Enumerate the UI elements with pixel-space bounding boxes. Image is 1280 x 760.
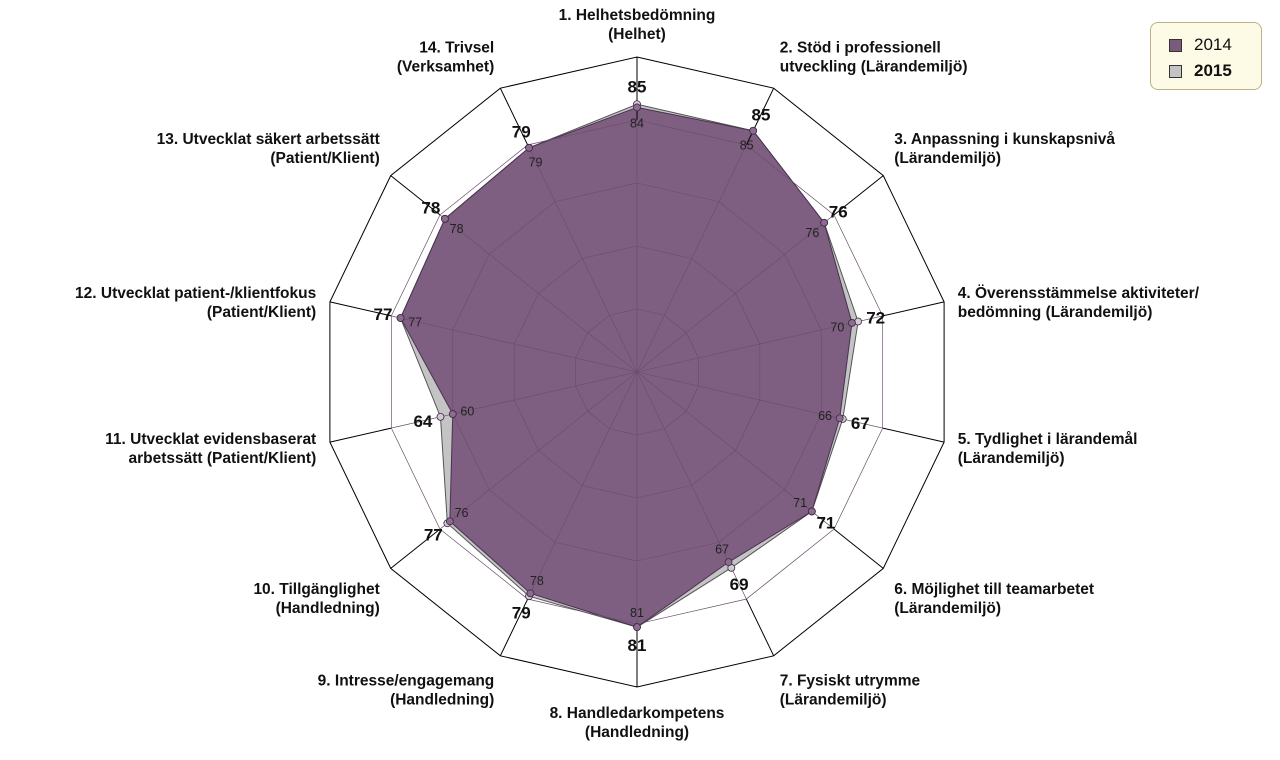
data-label-2014: 67 — [715, 543, 729, 557]
category-label: (Lärandemiljö) — [780, 691, 887, 708]
radar-spoke-outer — [745, 87, 775, 146]
data-labels: 85 84 85 85 76 76 72 70 67 66 71 71 69 67 81 81 79 78 77 76… — [374, 77, 886, 655]
category-label: 10. Tillgänglighet — [253, 581, 379, 598]
data-point-2014 — [526, 589, 535, 598]
category-label: (Handledning) — [390, 691, 494, 708]
series-markers — [396, 100, 863, 632]
data-label-2014: 76 — [805, 226, 819, 240]
data-point-2014 — [525, 143, 533, 152]
data-label-2014: 66 — [818, 409, 832, 423]
radar-ring-overlay — [575, 308, 699, 436]
data-label-2015: 81 — [628, 636, 647, 655]
category-label: 11. Utvecklat evidensbaserat — [105, 431, 316, 448]
data-point-2014 — [448, 410, 457, 418]
data-point-2014 — [749, 126, 758, 135]
data-label-2014: 77 — [408, 315, 422, 329]
category-label: (Handledning) — [276, 600, 380, 617]
category-label: 3. Anpassning i kunskapsnivå — [894, 131, 1115, 148]
radar-spoke-outer — [390, 175, 441, 216]
data-point-2015 — [436, 412, 445, 421]
category-label: 1. Helhetsbedömning — [559, 7, 716, 24]
legend-swatch-2015 — [1169, 64, 1182, 78]
data-point-2014 — [441, 214, 449, 223]
radar-spoke-outer — [329, 301, 392, 317]
radar-spoke-outer — [745, 598, 775, 657]
category-label: (Lärandemiljö) — [894, 150, 1001, 167]
legend-swatch-2014 — [1169, 38, 1182, 52]
category-label: 2. Stöd i professionell — [780, 40, 941, 57]
radar-ring-overlay — [452, 182, 822, 562]
data-point-2014 — [396, 314, 405, 322]
data-point-2014 — [633, 103, 641, 112]
radar-spoke-outer — [882, 301, 945, 317]
category-label: (Patient/Klient) — [270, 150, 379, 167]
radar-spoke-outer — [390, 528, 441, 569]
radar-spoke-outer — [833, 528, 884, 569]
data-point-2014 — [445, 517, 454, 526]
data-label-2014: 85 — [740, 138, 754, 152]
data-label-2015: 78 — [421, 199, 440, 218]
category-label: arbetssätt (Patient/Klient) — [128, 450, 316, 467]
category-label: (Helhet) — [608, 26, 666, 43]
category-label: (Verksamhet) — [397, 59, 494, 76]
data-label-2015: 77 — [374, 305, 393, 324]
data-label-2014: 79 — [529, 155, 543, 169]
data-label-2014: 60 — [460, 405, 474, 419]
data-point-2014 — [820, 218, 829, 227]
data-point-2014 — [848, 319, 856, 327]
legend-label-2015: 2015 — [1194, 61, 1232, 80]
radar-spoke-outer — [499, 87, 529, 146]
data-label-2015: 79 — [512, 603, 531, 622]
legend-item-2015: 2015 — [1169, 58, 1261, 84]
category-label: 14. Trivsel — [419, 40, 494, 57]
data-label-2014: 71 — [793, 496, 807, 510]
category-label: 4. Överensstämmelse aktiviteter/ — [958, 285, 1200, 302]
legend-label-2014: 2014 — [1194, 35, 1232, 54]
data-label-2015: 67 — [851, 414, 870, 433]
radar-spoke-outer — [329, 427, 392, 443]
data-point-2014 — [633, 623, 641, 632]
data-label-2015: 76 — [829, 203, 848, 222]
data-label-2014: 76 — [455, 506, 469, 520]
category-label: 5. Tydlighet i lärandemål — [958, 431, 1138, 448]
data-label-2015: 71 — [816, 514, 835, 533]
data-label-2014: 70 — [830, 320, 844, 334]
category-label: (Handledning) — [585, 724, 689, 741]
category-labels: 1. Helhetsbedömning (Helhet) 2. Stöd i pro… — [75, 7, 1200, 741]
data-point-2014 — [724, 558, 733, 567]
data-point-2014 — [835, 414, 844, 423]
data-label-2015: 69 — [730, 575, 749, 594]
category-label: 7. Fysiskt utrymme — [780, 672, 921, 689]
category-label: 13. Utvecklat säkert arbetssätt — [157, 131, 380, 148]
data-label-2014: 78 — [530, 574, 544, 588]
radar-spoke-outer — [882, 427, 945, 443]
data-label-2015: 85 — [628, 77, 647, 96]
category-label: 12. Utvecklat patient-/klientfokus — [75, 285, 316, 302]
data-label-2015: 72 — [866, 309, 885, 328]
data-label-2015: 79 — [512, 123, 531, 142]
radar-spoke-outer — [499, 598, 529, 657]
data-label-2014: 81 — [630, 606, 644, 620]
category-label: 8. Handledarkompetens — [550, 705, 725, 722]
legend-item-2014: 2014 — [1169, 32, 1261, 58]
category-label: 9. Intresse/engagemang — [318, 672, 495, 689]
category-label: (Patient/Klient) — [207, 304, 316, 321]
legend: 2014 2015 — [1150, 22, 1262, 90]
category-label: utveckling (Lärandemiljö) — [780, 59, 968, 76]
radar-ring-overlay — [513, 245, 761, 499]
data-point-2014 — [807, 507, 816, 516]
category-label: bedömning (Lärandemiljö) — [958, 304, 1153, 321]
category-label: 6. Möjlighet till teamarbetet — [894, 581, 1094, 598]
data-label-2015: 64 — [413, 412, 432, 431]
data-label-2015: 85 — [752, 106, 771, 125]
category-label: (Lärandemiljö) — [958, 450, 1065, 467]
data-label-2015: 77 — [424, 525, 443, 544]
category-label: (Lärandemiljö) — [894, 600, 1001, 617]
radar-spoke-outer — [833, 175, 884, 216]
data-label-2014: 84 — [630, 116, 644, 130]
data-label-2014: 78 — [450, 222, 464, 236]
